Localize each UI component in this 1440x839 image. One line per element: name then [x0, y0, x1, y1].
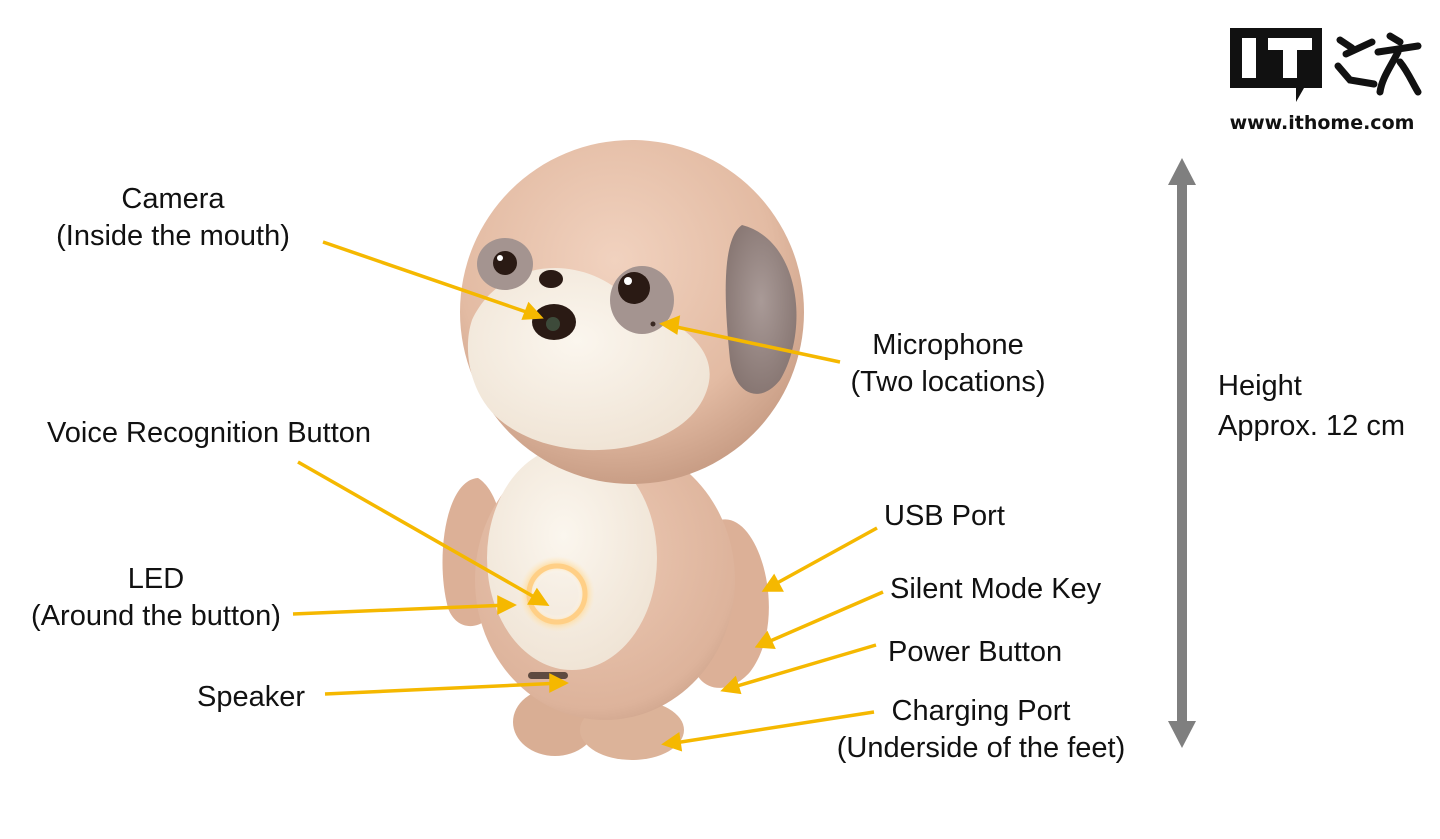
usb-port-label: USB Port [884, 498, 1005, 535]
voice-button-label: Voice Recognition Button [47, 415, 371, 452]
camera-label-note: (Inside the mouth) [56, 220, 290, 252]
speaker-leader [324, 681, 563, 696]
camera-lens [546, 317, 560, 331]
microphone-hole [650, 321, 656, 327]
silent-key-label: Silent Mode Key [890, 571, 1101, 608]
microphone-label-title: Microphone [872, 329, 1024, 361]
usb-arrowhead [761, 573, 784, 592]
voice-button-leader [297, 460, 544, 604]
robot-figure [442, 140, 804, 760]
ithome-url: www.ithome.com [1229, 112, 1415, 134]
power-button-arrowhead [720, 675, 742, 695]
led-label-title: LED [127, 563, 185, 595]
silent-key-leader [760, 590, 884, 647]
charging-port-label-note: (Underside of the feet) [836, 732, 1126, 764]
right-eye [618, 272, 650, 304]
ear [725, 225, 797, 394]
speaker-label-title: Speaker [197, 681, 306, 713]
height-label-title: Height [1218, 370, 1302, 402]
ithome-logo-mark [1230, 28, 1422, 102]
camera-arrowhead [521, 301, 544, 320]
power-button-leader [726, 643, 877, 691]
usb-leader [767, 526, 878, 590]
speaker-slot [528, 672, 568, 679]
led-label: LED (Around the button) [16, 561, 296, 635]
usb-port-label-title: USB Port [884, 500, 1005, 532]
height-arrow [1168, 158, 1196, 748]
microphone-label: Microphone (Two locations) [838, 327, 1058, 401]
charging-port-arrowhead [661, 731, 683, 752]
silent-key-label-title: Silent Mode Key [890, 573, 1102, 605]
nose [539, 270, 563, 288]
camera-label: Camera (Inside the mouth) [48, 181, 298, 255]
height-arrow-bottom [1168, 721, 1196, 748]
charging-port-label-title: Charging Port [891, 695, 1071, 727]
microphone-label-note: (Two locations) [850, 366, 1046, 398]
camera-label-title: Camera [121, 183, 225, 215]
voice-button-label-title: Voice Recognition Button [47, 417, 372, 449]
power-button-label-title: Power Button [888, 636, 1063, 668]
height-label-value: Approx. 12 cm [1218, 410, 1405, 442]
speaker-label: Speaker [197, 679, 305, 716]
voice-button-arrowhead [527, 587, 550, 606]
height-label: Height Approx. 12 cm [1218, 366, 1405, 446]
silent-key-arrowhead [754, 630, 776, 649]
power-button-label: Power Button [888, 634, 1062, 671]
microphone-leader [666, 323, 841, 364]
ithome-logo [1222, 22, 1422, 140]
height-arrow-top [1168, 158, 1196, 185]
left-eye [493, 251, 517, 275]
leader-lines [292, 240, 884, 752]
right-eye-shine [624, 277, 632, 285]
microphone-arrowhead [659, 315, 681, 335]
camera-leader [322, 240, 539, 318]
left-eye-shine [497, 255, 503, 261]
charging-port-leader [667, 710, 875, 746]
led-label-note: (Around the button) [31, 600, 281, 632]
led-arrowhead [497, 595, 517, 615]
charging-port-label: Charging Port (Underside of the feet) [822, 693, 1140, 767]
height-arrow-shaft [1177, 180, 1187, 726]
speaker-arrowhead [549, 673, 569, 693]
led-leader [292, 603, 511, 616]
